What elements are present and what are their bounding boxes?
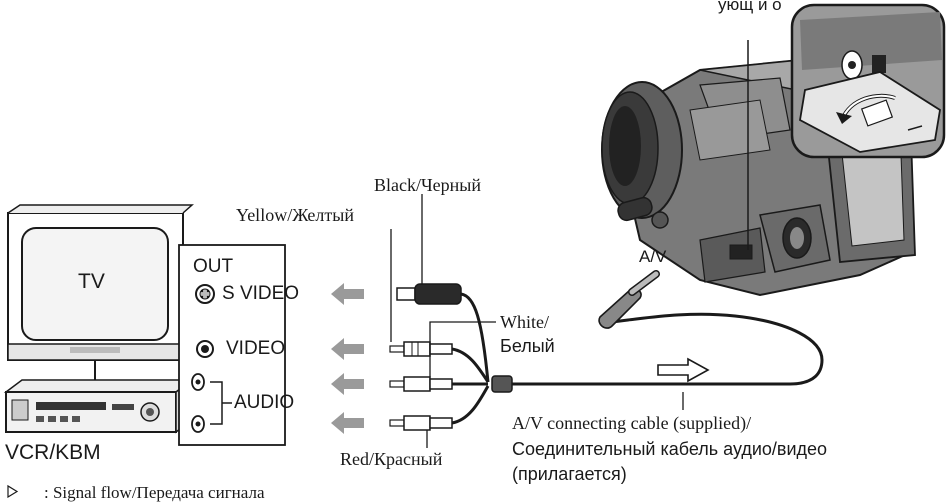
yellow-plug-label: Yellow/Желтый <box>236 205 354 225</box>
black-s-video-plug <box>396 283 490 383</box>
cable-label-line2: Соединительный кабель аудио/видео <box>512 439 828 459</box>
top-text-fragment: ующ и о <box>718 0 782 14</box>
av-plug <box>598 257 719 329</box>
out-label: OUT <box>193 256 234 277</box>
s-video-label: S VIDEO <box>222 283 300 304</box>
video-label: VIDEO <box>226 338 286 359</box>
black-plug-label: Black/Черный <box>374 175 482 195</box>
tv-label: TV <box>78 270 105 293</box>
white-plug-label-line1: White/ <box>500 312 549 332</box>
vcr-label: VCR/KBM <box>5 441 101 464</box>
signal-flow-arrow <box>657 357 710 383</box>
audio-label: AUDIO <box>234 392 295 413</box>
av-jack-label: A/V <box>639 247 667 266</box>
white-audio-plug <box>389 376 488 392</box>
vcr-illustration <box>3 378 195 434</box>
cable-label-line3: (прилагается) <box>512 464 627 484</box>
yellow-video-plug <box>389 341 490 383</box>
white-plug-label-line2: Белый <box>500 336 555 356</box>
legend-text: : Signal flow/Передача сигнала <box>44 483 265 502</box>
av-cable <box>491 312 824 393</box>
cable-label-line1: A/V connecting cable (supplied)/ <box>512 413 752 433</box>
video-jack <box>196 340 214 358</box>
signal-arrows <box>331 283 364 434</box>
legend-arrow-icon <box>7 484 19 498</box>
leader-lines <box>390 194 684 448</box>
jack-cover-inset <box>790 3 946 159</box>
s-video-jack <box>195 284 215 304</box>
connector-panel <box>178 244 286 446</box>
red-plug-label: Red/Красный <box>340 449 443 469</box>
audio-jacks <box>191 373 232 433</box>
red-audio-plug <box>389 385 490 431</box>
